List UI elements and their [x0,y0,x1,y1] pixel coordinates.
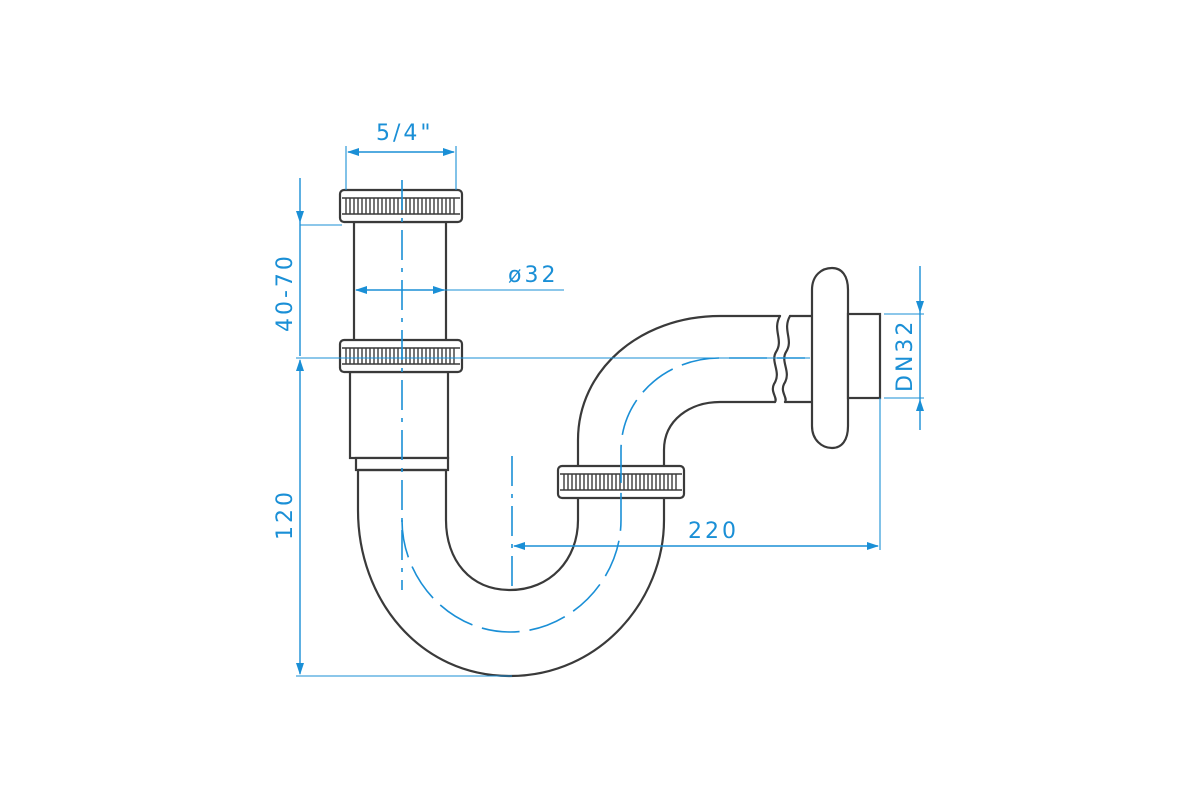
trap-body [348,220,882,678]
upper-nut [338,188,464,224]
label-nut-thread: 5/4" [376,121,434,146]
right-nut [556,464,686,500]
lower-tube [348,370,450,460]
elbow-inner [662,400,777,472]
middle-nut [338,338,464,374]
label-pipe-diameter: ø32 [508,263,558,288]
tailpiece [352,220,448,344]
wall-flange [810,266,850,450]
dim-width: 220 [513,398,881,550]
dim-height-adjust: 40-70 [273,178,810,359]
dim-depth: 120 [273,359,512,677]
label-height-adjust: 40-70 [273,253,298,332]
elbow-outer [576,314,782,472]
label-depth: 120 [273,489,298,540]
dim-nut-thread: 5/4" [345,121,457,190]
break-line-right [781,314,792,404]
label-width: 220 [688,519,739,544]
center-lines [401,180,805,633]
dim-pipe-diameter: ø32 [355,263,564,294]
label-outlet: DN32 [893,319,918,392]
trap-centerline [401,357,805,633]
wall-sleeve [846,312,882,400]
break-line-left [771,314,782,404]
dim-outlet: DN32 [884,266,924,430]
trap-outer-contour [356,468,666,678]
